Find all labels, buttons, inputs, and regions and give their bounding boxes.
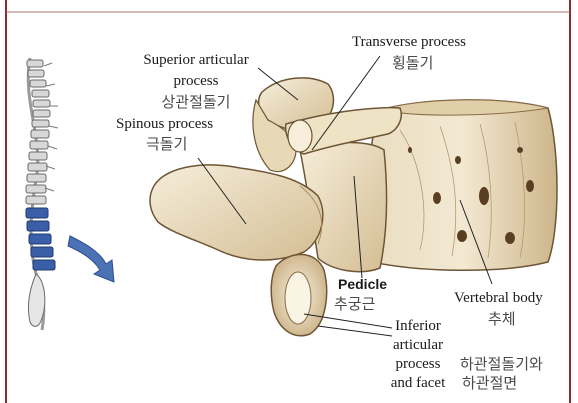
vertebral-body-label-ko: 추체 bbox=[488, 311, 516, 328]
superior-articular-label-line2: process bbox=[126, 73, 266, 90]
inferior-articular-label-ko-line1: 하관절돌기와 bbox=[460, 356, 543, 373]
vertebral-body-label: Vertebral body bbox=[454, 290, 543, 307]
pointer-arrow bbox=[68, 236, 114, 282]
transverse-process-label-ko: 횡돌기 bbox=[392, 55, 433, 72]
transverse-process-label: Transverse process bbox=[352, 34, 466, 51]
spinous-process-label-ko: 극돌기 bbox=[146, 136, 187, 153]
superior-articular-label-line1: Superior articular bbox=[126, 52, 266, 69]
pedicle-label: Pedicle bbox=[338, 276, 387, 293]
pedicle-label-ko: 추궁근 bbox=[334, 296, 375, 313]
spinous-process-label: Spinous process bbox=[116, 116, 213, 133]
spine-thumbnail bbox=[26, 58, 58, 330]
inferior-articular-label-ko-line2: 하관절면 bbox=[462, 375, 517, 392]
inferior-articular-label-line3: process bbox=[376, 356, 460, 373]
superior-articular-label-ko: 상관절돌기 bbox=[126, 94, 266, 111]
inferior-articular-label-line1: Inferior bbox=[376, 318, 460, 335]
inferior-articular-label-line2: articular bbox=[376, 337, 460, 354]
inferior-articular-label-line4: and facet bbox=[376, 375, 460, 392]
